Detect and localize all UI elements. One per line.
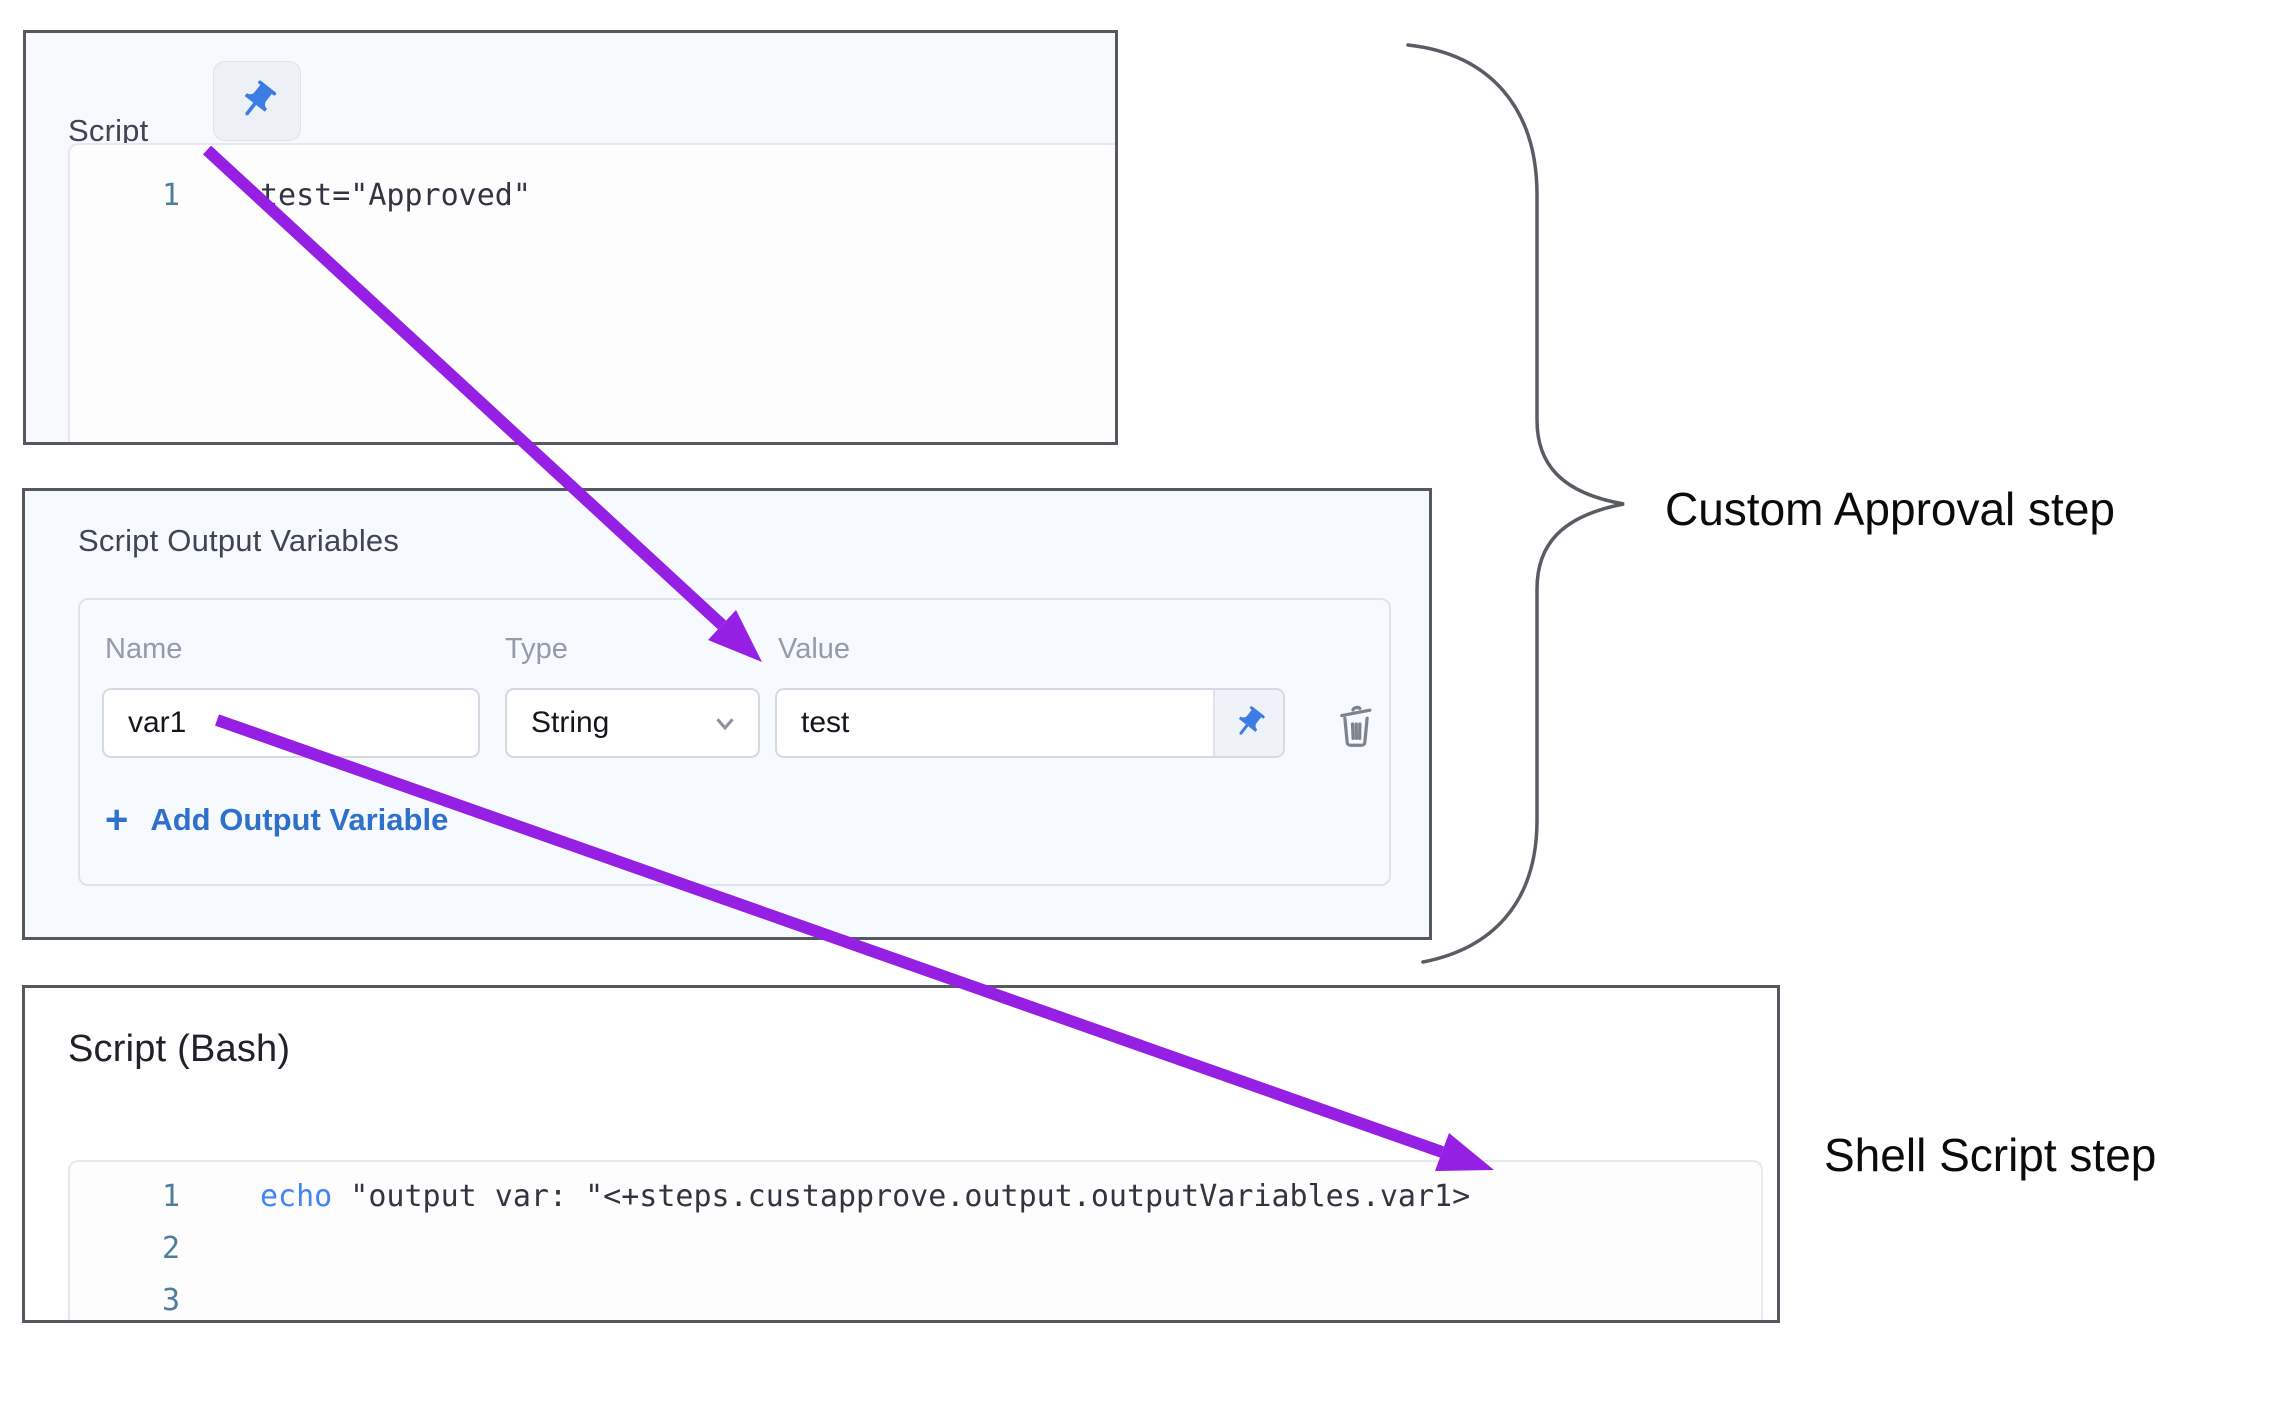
- variable-type-select[interactable]: String: [505, 688, 760, 758]
- type-column-label: Type: [505, 633, 568, 665]
- line-number: 3: [161, 1282, 180, 1318]
- custom-approval-step-label: Custom Approval step: [1665, 483, 2116, 535]
- bash-panel-title: Script (Bash): [68, 1028, 291, 1070]
- output-variables-title: Script Output Variables: [78, 523, 400, 558]
- chevron-down-icon: [716, 718, 734, 731]
- trash-icon: [1340, 705, 1372, 747]
- variable-name-input[interactable]: [102, 688, 480, 758]
- code-line: 1 test="Approved": [70, 169, 1115, 221]
- code-text: echo "output var: "<+steps.custapprove.o…: [260, 1179, 1470, 1214]
- delete-variable-button[interactable]: [1333, 698, 1379, 750]
- script-panel: Script 1 test="Approved": [23, 30, 1118, 445]
- code-rest: "output var: "<+steps.custapprove.output…: [332, 1178, 1471, 1214]
- approval-script-editor[interactable]: 1 test="Approved": [68, 143, 1115, 442]
- variable-value-input[interactable]: [777, 690, 1213, 756]
- bash-script-panel: Script (Bash) 1 echo "output var: "<+ste…: [22, 985, 1780, 1323]
- keyword-echo: echo: [260, 1178, 333, 1214]
- code-line: 3: [70, 1274, 1761, 1320]
- add-output-variable-button[interactable]: + Add Output Variable: [105, 800, 448, 840]
- pushpin-icon: [1238, 706, 1265, 735]
- code-text: test="Approved": [260, 177, 531, 213]
- shell-script-step-label: Shell Script step: [1824, 1129, 2157, 1181]
- pin-button[interactable]: [213, 61, 301, 141]
- plus-icon: +: [105, 798, 129, 842]
- name-column-label: Name: [105, 633, 183, 665]
- script-panel-title: Script: [68, 113, 149, 148]
- line-number: 1: [161, 1178, 180, 1214]
- bash-script-editor[interactable]: 1 echo "output var: "<+steps.custapprove…: [68, 1160, 1763, 1320]
- value-column-label: Value: [778, 633, 851, 665]
- code-line: 2: [70, 1222, 1761, 1274]
- line-number: 2: [161, 1230, 180, 1266]
- curly-brace: [1406, 43, 1625, 964]
- code-line: 1 echo "output var: "<+steps.custapprove…: [70, 1170, 1761, 1222]
- variable-value-group: [775, 688, 1285, 758]
- value-pin-button[interactable]: [1213, 690, 1283, 756]
- pushpin-icon: [244, 80, 277, 116]
- output-variables-panel: Script Output Variables Name Type Value …: [22, 488, 1432, 940]
- output-variables-box: Name Type Value String: [78, 598, 1391, 886]
- selected-type-value: String: [531, 706, 610, 739]
- add-output-variable-label: Add Output Variable: [150, 802, 449, 837]
- line-number: 1: [161, 177, 180, 213]
